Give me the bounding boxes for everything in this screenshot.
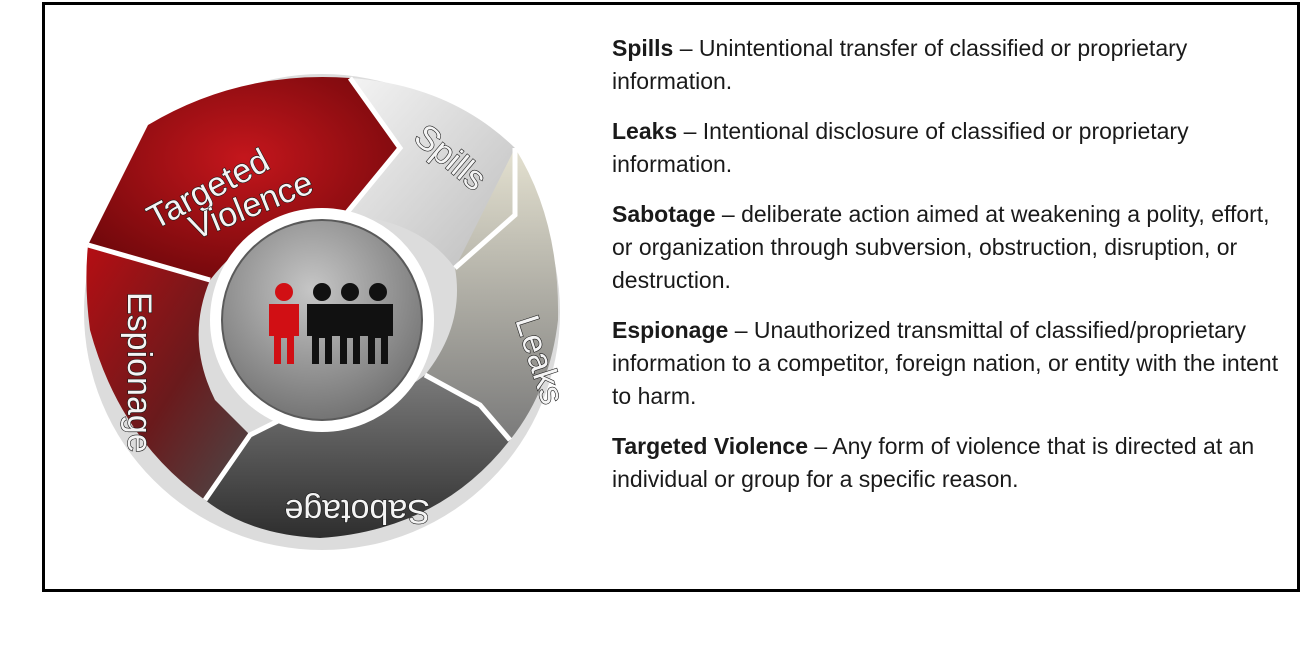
segment-targeted-violence [88,76,400,280]
definition-term: Sabotage [612,201,716,227]
definition-term: Spills [612,35,674,61]
definitions-panel: Spills – Unintentional transfer of class… [612,32,1282,513]
group-of-people-icon [269,283,393,364]
definition-leaks: Leaks – Intentional disclosure of classi… [612,115,1282,181]
definition-targeted-violence: Targeted Violence – Any form of violence… [612,430,1282,496]
definition-text: – Unauthorized transmittal of classified… [612,317,1279,409]
segment-spills [345,78,515,268]
definition-spills: Spills – Unintentional transfer of class… [612,32,1282,98]
threat-cycle-diagram: Targeted Violence Spills Leaks Sabotage … [84,74,572,550]
definition-term: Espionage [612,317,729,343]
definition-text: – Unintentional transfer of classified o… [612,35,1188,94]
definition-sabotage: Sabotage – deliberate action aimed at we… [612,198,1282,297]
black-people-icon [307,283,393,364]
definition-term: Leaks [612,118,678,144]
definition-text: – deliberate action aimed at weakening a… [612,201,1270,293]
segment-label-espionage: Espionage [120,292,158,453]
segment-leaks [425,148,559,440]
red-person-icon [269,283,299,364]
segment-sabotage [205,375,510,538]
definition-text: – Intentional disclosure of classified o… [612,118,1189,177]
definition-term: Targeted Violence [612,433,808,459]
definition-espionage: Espionage – Unauthorized transmittal of … [612,314,1282,413]
segment-espionage [86,245,251,500]
segment-label-sabotage: Sabotage [284,492,430,530]
definition-text: – Any form of violence that is directed … [612,433,1255,492]
